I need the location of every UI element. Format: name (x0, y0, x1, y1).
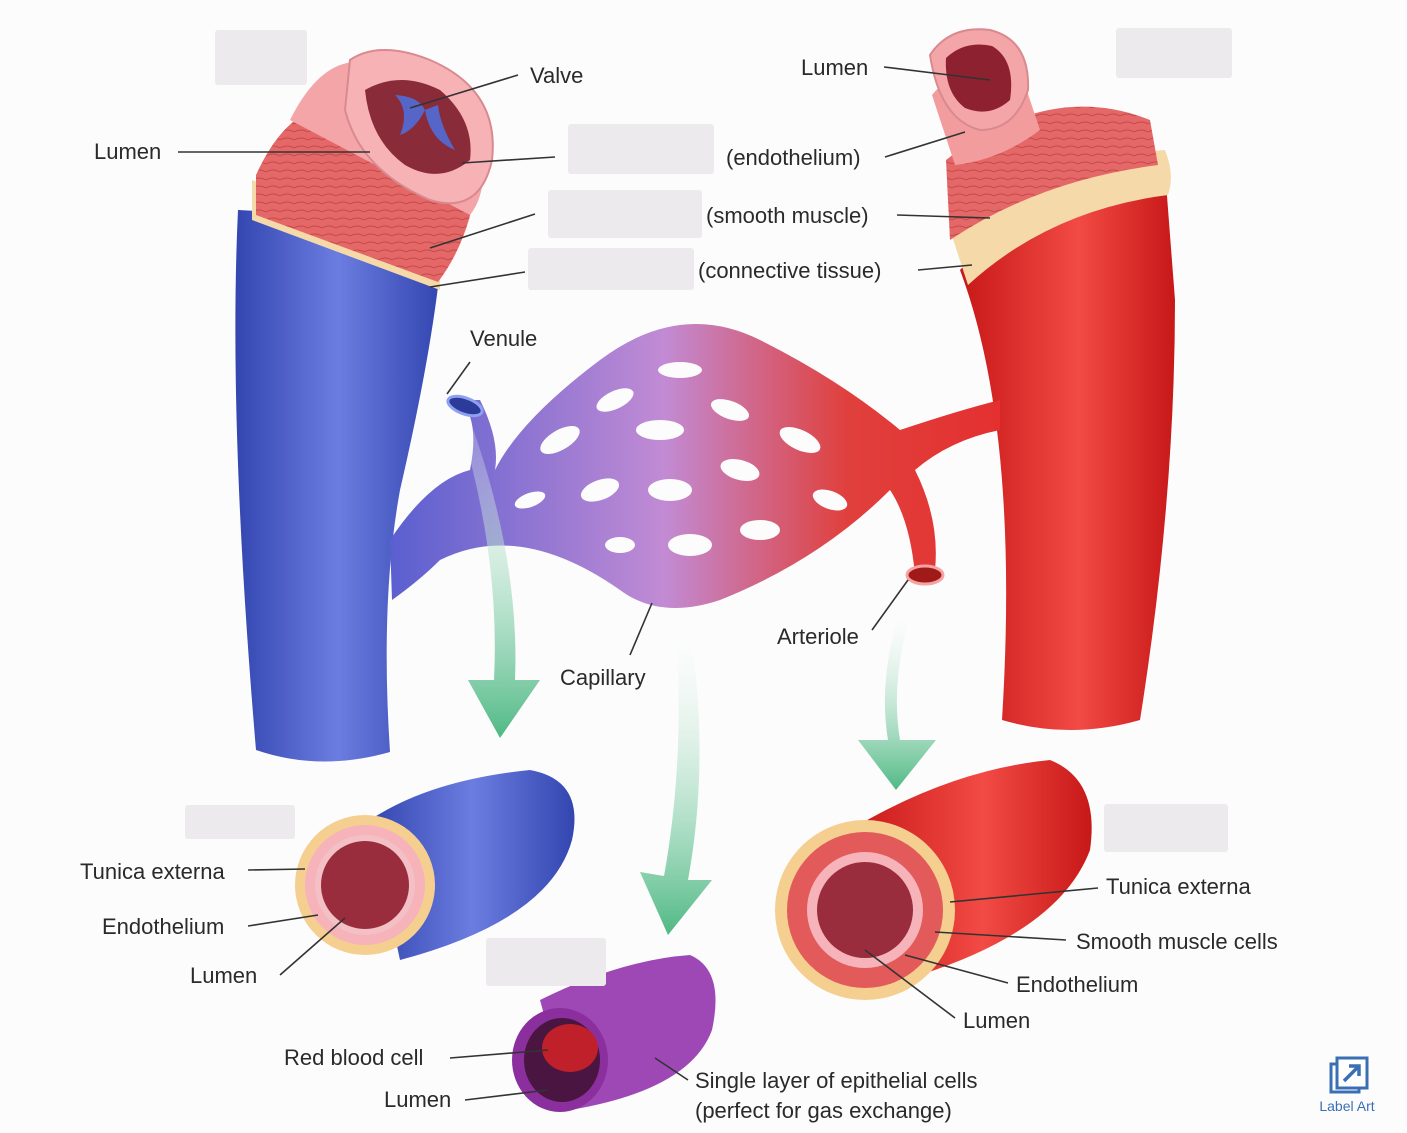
blank-tunica-externa[interactable] (528, 248, 694, 290)
label-artery-xs-smooth-muscle: Smooth muscle cells (1076, 930, 1278, 954)
external-link-icon (1325, 1056, 1369, 1096)
label-cap-xs-single-layer: Single layer of epithelial cells (695, 1069, 978, 1093)
label-cap-xs-lumen: Lumen (384, 1088, 451, 1112)
artery (930, 29, 1175, 730)
label-artery-xs-tunica-externa: Tunica externa (1106, 875, 1251, 899)
label-artery-xs-endothelium: Endothelium (1016, 973, 1138, 997)
red-blood-cell (542, 1024, 598, 1072)
blank-artery-title[interactable] (1116, 28, 1232, 78)
label-vein-lumen: Lumen (94, 140, 161, 164)
label-endothelium-paren: (endothelium) (726, 146, 861, 170)
label-capillary: Capillary (560, 666, 646, 690)
label-smooth-muscle-paren: (smooth muscle) (706, 204, 869, 228)
label-cap-xs-red-blood-cell: Red blood cell (284, 1046, 423, 1070)
label-arteriole: Arteriole (777, 625, 859, 649)
blank-tunica-intima[interactable] (568, 124, 714, 174)
label-valve: Valve (530, 64, 583, 88)
blank-tunica-media[interactable] (548, 190, 702, 238)
label-connective-paren: (connective tissue) (698, 259, 881, 283)
venule-opening (445, 392, 484, 419)
arteriole-opening (907, 566, 943, 584)
label-vein-xs-endothelium: Endothelium (102, 915, 224, 939)
blank-capillary-section-title[interactable] (486, 938, 606, 986)
arrow-to-capillary-section (640, 630, 712, 935)
label-vein-xs-tunica-externa: Tunica externa (80, 860, 225, 884)
label-vein-xs-lumen: Lumen (190, 964, 257, 988)
blank-vein-title[interactable] (215, 30, 307, 85)
label-art-button[interactable]: Label Art (1312, 1056, 1382, 1114)
label-artery-lumen: Lumen (801, 56, 868, 80)
blank-vein-section-title[interactable] (185, 805, 295, 839)
arrow-to-artery-section (858, 610, 936, 790)
vein-cross-section (295, 770, 574, 960)
label-cap-xs-gas-exchange: (perfect for gas exchange) (695, 1099, 952, 1123)
label-art-text: Label Art (1312, 1098, 1382, 1114)
blank-artery-section-title[interactable] (1104, 804, 1228, 852)
label-artery-xs-lumen: Lumen (963, 1009, 1030, 1033)
artery-cross-section (775, 760, 1092, 1000)
label-venule: Venule (470, 327, 537, 351)
